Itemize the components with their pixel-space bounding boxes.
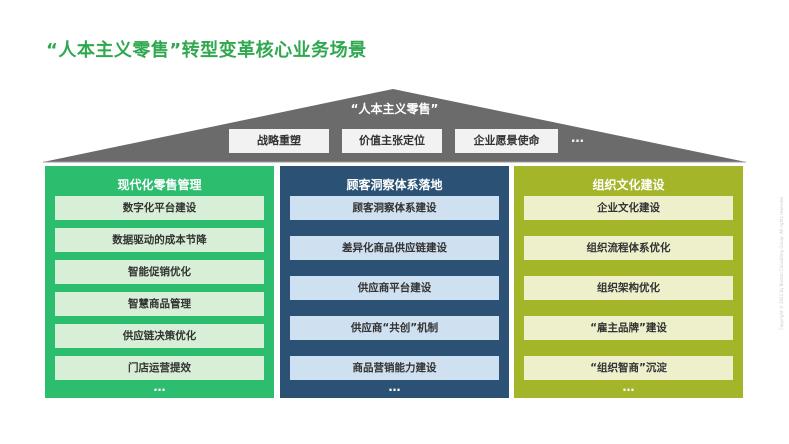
- pillar-item: 供应商平台建设: [290, 276, 499, 300]
- pillar-retail-management: 现代化零售管理 数字化平台建设 数据驱动的成本节降 智能促销优化 智慧商品管理 …: [45, 166, 274, 398]
- pillar-item: 组织流程体系优化: [524, 236, 733, 260]
- pillar-ellipsis: …: [388, 380, 401, 394]
- pillar-ellipsis: …: [153, 380, 166, 394]
- pillar-item: 组织架构优化: [524, 276, 733, 300]
- pillar-item: 商品营销能力建设: [290, 356, 499, 380]
- pillar-item: 供应商“共创”机制: [290, 316, 499, 340]
- roof-box-value: 价值主张定位: [342, 129, 442, 153]
- pillar-ellipsis: …: [622, 380, 635, 394]
- pillar-item: 数字化平台建设: [55, 196, 264, 220]
- roof-box-strategy: 战略重塑: [229, 129, 329, 153]
- roof-ellipsis: …: [571, 131, 584, 146]
- pillar-title: 现代化零售管理: [117, 178, 202, 192]
- pillar-customer-insight: 顾客洞察体系落地 顾客洞察体系建设 差异化商品供应链建设 供应商平台建设 供应商…: [280, 166, 509, 398]
- page-title: “人本主义零售”转型变革核心业务场景: [46, 40, 367, 61]
- roof-box-vision: 企业愿景使命: [455, 129, 558, 153]
- pillar-item: “组织智商”沉淀: [524, 356, 733, 380]
- pillar-item: 企业文化建设: [524, 196, 733, 220]
- pillar-item: 顾客洞察体系建设: [290, 196, 499, 220]
- pillar-item: 智慧商品管理: [55, 292, 264, 316]
- pillar-title: 顾客洞察体系落地: [346, 178, 443, 192]
- pillar-item: 智能促销优化: [55, 260, 264, 284]
- pillar-title: 组织文化建设: [592, 178, 665, 192]
- pillar-item: 差异化商品供应链建设: [290, 236, 499, 260]
- pillar-item: “雇主品牌”建设: [524, 316, 733, 340]
- pillar-item: 数据驱动的成本节降: [55, 228, 264, 252]
- pillar-item: 门店运营提效: [55, 356, 264, 380]
- roof-triangle: [43, 89, 746, 162]
- pillar-item: 供应链决策优化: [55, 324, 264, 348]
- pillar-org-culture: 组织文化建设 企业文化建设 组织流程体系优化 组织架构优化 “雇主品牌”建设 “…: [514, 166, 743, 398]
- roof-title: “人本主义零售”: [350, 102, 439, 116]
- copyright-notice: Copyright © 2022 by Boston Consulting Gr…: [779, 196, 784, 330]
